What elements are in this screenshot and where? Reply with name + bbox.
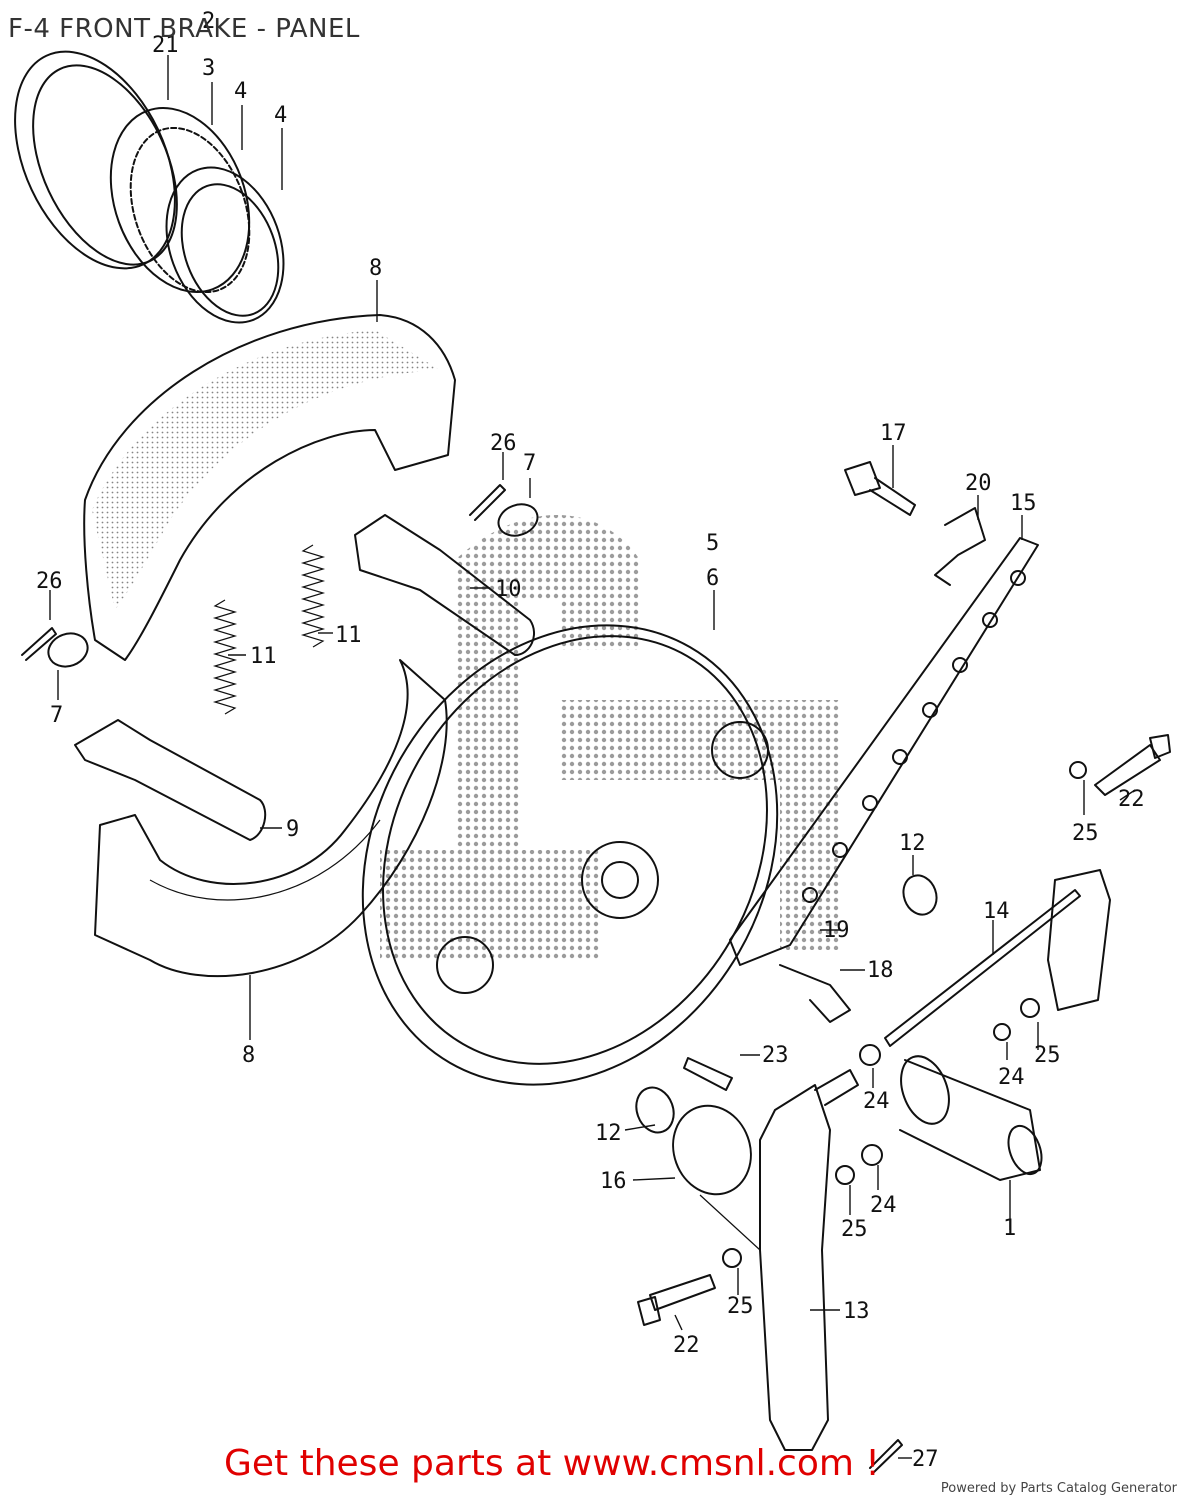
label-25: 25 [727,1294,754,1319]
bolt-17 [844,461,916,516]
label-8: 8 [369,256,382,281]
label-21: 21 [152,33,179,58]
nuts-and-washers [722,761,1087,1268]
label-26: 26 [490,431,517,456]
leader-lines [49,55,1136,1459]
bolt-22-lower [637,1274,716,1326]
buy-parts-link[interactable]: Get these parts at www.cmsnl.com ! [224,1443,880,1484]
label-7: 7 [50,703,63,728]
label-26: 26 [36,569,63,594]
page-title: F-4 FRONT BRAKE - PANEL [8,14,360,44]
torque-arm [729,537,1039,966]
bolt-18 [779,964,851,1023]
label-25: 25 [1034,1043,1061,1068]
label-12: 12 [595,1121,622,1146]
label-27: 27 [912,1447,939,1472]
label-15: 15 [1010,491,1037,516]
label-10: 10 [495,577,522,602]
label-14: 14 [983,899,1010,924]
hub-ring-and-seals [14,50,285,324]
label-11: 11 [250,644,277,669]
label-13: 13 [843,1299,870,1324]
cable-adjuster [899,1055,1043,1181]
label-22: 22 [1118,787,1145,812]
cotter-pins [21,484,903,1473]
brake-arm [759,1069,859,1451]
screw-23 [683,1057,733,1091]
label-2: 2 [202,9,215,34]
label-24: 24 [870,1193,897,1218]
clip-20 [934,507,986,586]
label-11: 11 [335,623,362,648]
label-5: 5 [706,531,719,556]
label-23: 23 [762,1043,789,1068]
label-24: 24 [998,1065,1025,1090]
brake-shoe-upper [83,314,456,661]
label-1: 1 [1003,1216,1016,1241]
label-22: 22 [673,1333,700,1358]
washer-12 [635,874,938,1134]
label-6: 6 [706,566,719,591]
label-19: 19 [823,918,850,943]
powered-by-footer: Powered by Parts Catalog Generator [940,1481,1177,1496]
label-25: 25 [1072,821,1099,846]
label-17: 17 [880,421,907,446]
label-25: 25 [841,1217,868,1242]
label-24: 24 [863,1089,890,1114]
spring-16 [672,1104,761,1251]
brake-rod [884,869,1111,1047]
label-16: 16 [600,1169,627,1194]
label-8: 8 [242,1043,255,1068]
label-9: 9 [286,817,299,842]
bolt-22-upper [1094,734,1171,796]
label-12: 12 [899,831,926,856]
part-labels: 21 2 3 4 4 8 26 7 17 20 15 5 6 10 26 11 … [36,9,1145,1472]
label-7: 7 [523,451,536,476]
brake-cams [74,514,535,841]
return-springs [212,544,326,715]
label-20: 20 [965,471,992,496]
label-18: 18 [867,958,894,983]
label-3: 3 [202,56,215,81]
label-4: 4 [234,79,247,104]
label-4: 4 [274,103,287,128]
watermark-logo [380,515,840,960]
